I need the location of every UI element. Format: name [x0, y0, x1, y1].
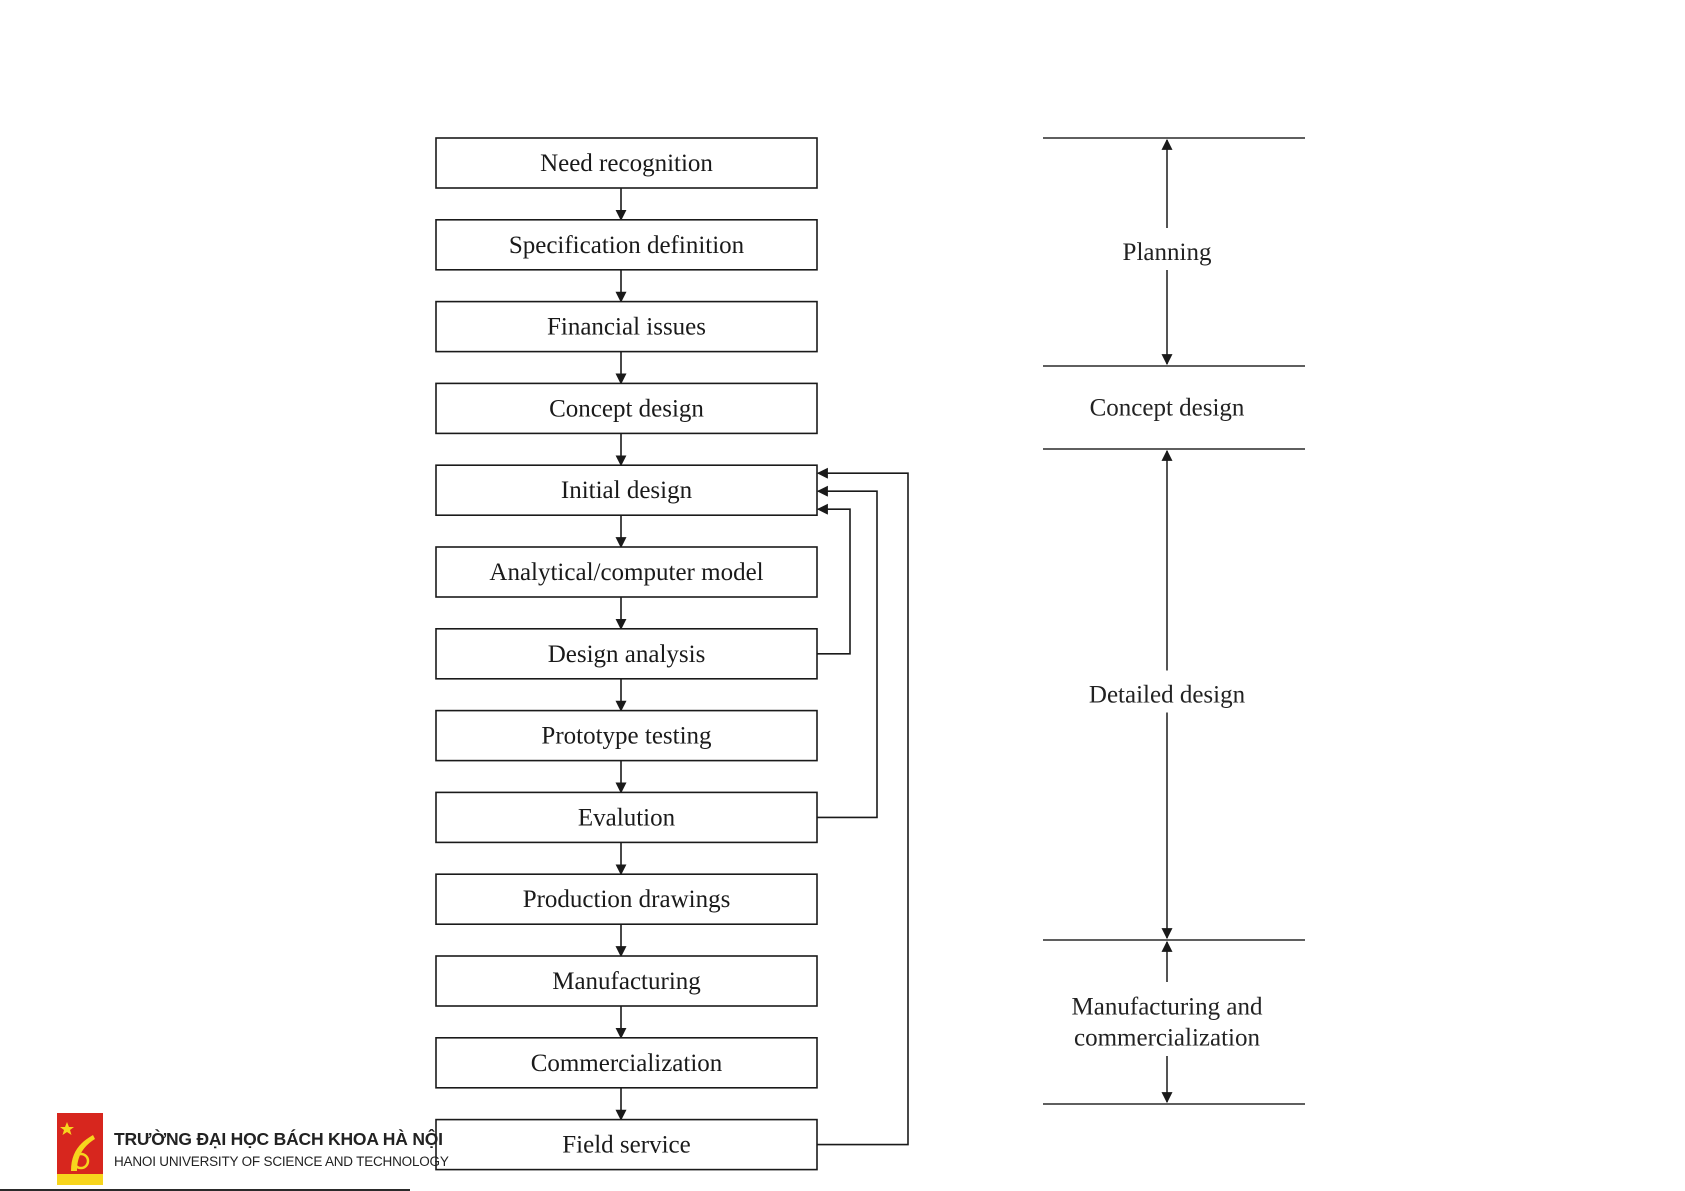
- feedback-loops: [816, 467, 909, 1146]
- process-step-specification-definition: Specification definition: [435, 219, 818, 271]
- phase-label: Manufacturing and commercialization: [1072, 994, 1263, 1052]
- process-step-prototype-testing: Prototype testing: [435, 709, 818, 762]
- process-step-label: Need recognition: [540, 150, 713, 177]
- process-step-label: Prototype testing: [541, 723, 712, 750]
- phase-planning: Planning: [1123, 239, 1212, 266]
- process-step-box: [435, 300, 818, 353]
- process-step-analytical-computer-model: Analytical/computer model: [435, 546, 818, 598]
- process-step-label: Evalution: [578, 804, 676, 831]
- phase-concept-design: Concept design: [1090, 395, 1245, 422]
- process-step-box: [435, 464, 818, 517]
- process-step-manufacturing: Manufacturing: [435, 955, 818, 1007]
- process-step-box: [435, 1037, 818, 1089]
- process-step-box: [435, 382, 818, 435]
- process-step-production-drawings: Production drawings: [435, 873, 818, 926]
- process-step-need-recognition: Need recognition: [435, 137, 818, 189]
- footer-rule: [0, 1189, 410, 1191]
- process-step-concept-design: Concept design: [435, 382, 818, 435]
- process-step-financial-issues: Financial issues: [435, 300, 818, 353]
- process-step-box: [435, 709, 818, 762]
- process-step-label: Financial issues: [547, 314, 706, 341]
- logo-mark-icon: [57, 1113, 103, 1185]
- process-step-evalution: Evalution: [435, 791, 818, 844]
- process-step-box: [435, 873, 818, 926]
- phase-label-line: Planning: [1123, 239, 1212, 266]
- phase-detailed-design: Detailed design: [1089, 682, 1246, 709]
- feedback-loop-field-service: [816, 467, 909, 1146]
- process-step-label: Commercialization: [531, 1050, 723, 1077]
- process-step-commercialization: Commercialization: [435, 1037, 818, 1089]
- process-step-box: [435, 791, 818, 844]
- process-step-label: Analytical/computer model: [489, 559, 763, 586]
- logo-title: TRƯỜNG ĐẠI HỌC BÁCH KHOA HÀ NỘI: [114, 1129, 443, 1149]
- process-step-label: Initial design: [561, 477, 693, 504]
- process-step-initial-design: Initial design: [435, 464, 818, 517]
- phase-label-line: Manufacturing and: [1072, 994, 1263, 1021]
- process-step-label: Concept design: [549, 395, 704, 422]
- process-step-label: Field service: [562, 1132, 690, 1159]
- phase-label: Detailed design: [1089, 682, 1246, 709]
- feedback-loop-design-analysis: [816, 503, 851, 655]
- phase-label-line: Concept design: [1090, 395, 1245, 422]
- phase-label: Planning: [1123, 239, 1212, 266]
- phase-label-line: Detailed design: [1089, 682, 1246, 709]
- process-step-box: [435, 546, 818, 598]
- university-logo: TRƯỜNG ĐẠI HỌC BÁCH KHOA HÀ NỘI HANOI UN…: [57, 1113, 449, 1185]
- process-step-label: Manufacturing: [552, 968, 701, 995]
- process-step-label: Specification definition: [509, 232, 745, 259]
- process-step-label: Design analysis: [548, 641, 706, 668]
- feedback-loop-evalution: [816, 485, 878, 819]
- process-step-box: [435, 219, 818, 271]
- process-step-box: [435, 627, 818, 680]
- process-step-box: [435, 1118, 818, 1171]
- process-step-design-analysis: Design analysis: [435, 627, 818, 680]
- phase-label-line: commercialization: [1074, 1025, 1261, 1052]
- process-step-field-service: Field service: [435, 1118, 818, 1171]
- phase-manufacturing-and-commercialization: Manufacturing and commercialization: [1072, 994, 1263, 1052]
- process-step-box: [435, 955, 818, 1007]
- logo-subtitle: HANOI UNIVERSITY OF SCIENCE AND TECHNOLO…: [114, 1154, 449, 1169]
- process-step-box: [435, 137, 818, 189]
- phase-label: Concept design: [1090, 395, 1245, 422]
- process-step-label: Production drawings: [523, 886, 731, 913]
